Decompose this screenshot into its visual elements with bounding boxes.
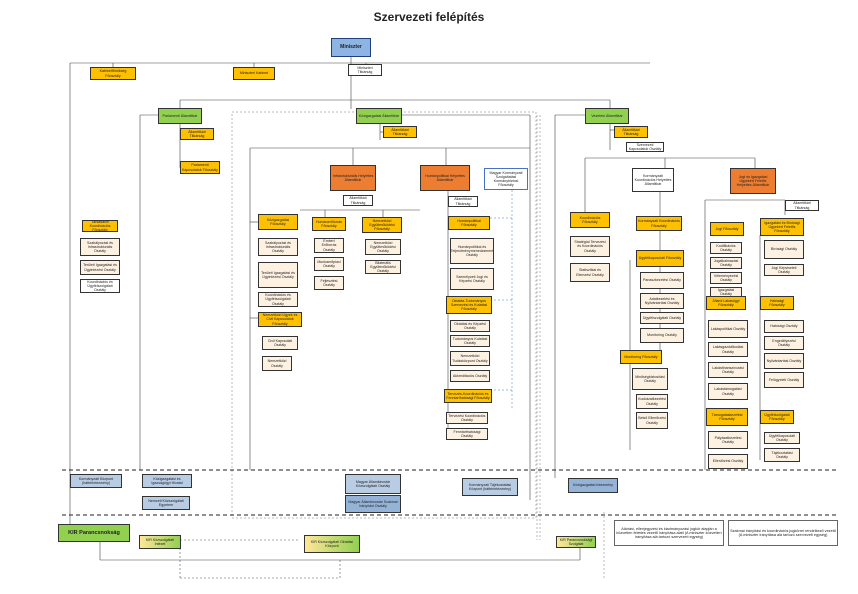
igazgatasi-foosztaly-box: Igazgatási és Bírósági Ügyekért Felelős … <box>760 218 804 236</box>
magyar-kormanyzati-box: Magyar Kormányzati Szolgáltatási Kormány… <box>484 168 528 190</box>
jogi-o2-box: Jogalkalmazási Osztály <box>710 257 742 269</box>
hum1-o2-box: Munkaerőpiaci Osztály <box>314 257 344 271</box>
vezetesi-koordinacios-box: Koordinációs Főosztály <box>570 212 610 228</box>
hatosagi-o4-box: Felügyeleti Osztály <box>764 372 804 388</box>
vez-mon-o1-box: Minőségbiztosítási Osztály <box>632 368 668 390</box>
hatosagi-o2-box: Engedélyezési Osztály <box>764 336 804 350</box>
hp-o7-box: Tervezési Koordinációs Osztály <box>446 412 488 424</box>
jogi-o3-box: Véleményezési Osztály <box>710 272 742 284</box>
kozig-titkarsag-box: Államtitkári Titkárság <box>383 126 417 138</box>
nemzetkozi-egyuttmukodesi-box: Nemzetközi Együttműködési Főosztály <box>362 217 402 233</box>
kir-szolgalat-box: KIR Parancsnoksági Szolgálat <box>556 536 596 548</box>
tars-o1-box: Szabályozási és Infrastrukturális Osztál… <box>80 238 120 256</box>
hp-o5-box: Nemzetközi Tudásközpont Osztály <box>450 351 490 366</box>
helyettes1-titkarsag-box: Államtitkári Titkárság <box>343 195 373 206</box>
kir-parancsnoksag-box: KIR Parancsnokság <box>58 524 130 542</box>
hum2-o2-box: Bilaterális Együttműködési Osztály <box>365 260 401 274</box>
ugyfelszolgalati-foosztaly-box: Ügyfélszolgálati Főosztály <box>760 410 794 424</box>
jogi-foosztaly-box: Jogi Főosztály <box>710 222 744 236</box>
monitoring-foosztaly-box: Monitoring Főosztály <box>620 350 662 364</box>
oktatas-foosztaly-box: Oktatás-Tudományos Szervezési és Kutatás… <box>446 296 492 314</box>
minister-box: Miniszter <box>331 38 371 57</box>
vezetesi-szervezeti-box: Szervezeti Kapcsolatok Osztály <box>626 142 664 152</box>
miniszteri-titkarsag-box: Miniszteri Titkárság <box>348 64 382 76</box>
hp-o3-box: Oktatási és Képzési Osztály <box>450 320 490 332</box>
miniszteri-kabinet-box: Miniszteri Kabinet <box>233 67 275 80</box>
legend-note-2: Szakmai irányítási és koordinációs jogkö… <box>728 520 838 546</box>
igazg-o2-box: Jogi Képviseleti Osztály <box>764 264 804 276</box>
parlamenti-kapcsolatok-box: Parlamenti Kapcsolatok Főosztály <box>180 161 220 174</box>
hatosagi-foosztaly-box: Hatósági Főosztály <box>760 296 794 310</box>
hp-o2-box: Személyzeti Jogi és Képzési Osztály <box>450 268 494 290</box>
humanpolitikai-foosztaly-box: Humánpolitikai Főosztály <box>448 216 490 230</box>
ugyf-o2-box: Tájékoztatási Osztály <box>764 448 800 462</box>
hatter-intezmeny-1-box: Közigazgatási és Igazságügyi Hivatal <box>142 474 192 488</box>
ugyf-o1-box: Ügyfélkapcsolati Osztály <box>764 432 800 444</box>
hp-titkarsag-box: Államtitkári Titkárság <box>448 196 478 207</box>
allam-o4-box: Lakástámogatási Osztály <box>708 383 748 400</box>
tam-o2-box: Ellenőrzési Osztály <box>708 454 748 469</box>
kormanyzati-koordinacios-helyettes-box: Kormányzati Koordinációs Helyettes Állam… <box>632 168 674 192</box>
kozig-foo-o2-box: Területi Igazgatási és Ügyintézési Osztá… <box>258 262 298 288</box>
tarsadalmi-koordinacios-box: Társadalmi Koordinációs Főosztály <box>82 220 118 232</box>
humaneroforras-foosztaly-box: Humánerőforrás Főosztály <box>312 217 346 231</box>
magyar-allamkincstar-1-box: Magyar Államkincstár Közszolgálati Osztá… <box>345 474 401 494</box>
kormanyzati-koordinacios-foosztaly-box: Kormányzati Koordinációs Főosztály <box>636 216 682 231</box>
civil-o2-box: Nemzetközi Osztály <box>262 356 292 371</box>
kormanyzati-kozpont-box: Kormányzati Központ (háttérintézmény) <box>70 474 122 488</box>
kozigazgatasi-intezmeny-box: Közigazgatási Intézmény <box>568 478 618 493</box>
humanpolitikai-helyettes-box: Humánpolitikai Helyettes Államtitkár <box>420 165 470 191</box>
hp-o1-box: Humánpolitikai és Teljesítménymenedzsmen… <box>450 238 494 264</box>
page-title: Szervezeti felépítés <box>373 10 485 24</box>
infrastrukturalis-helyettes-box: Infrastrukturális Helyettes Államtitkár <box>330 165 376 191</box>
allam-o1-box: Lakáspolitikai Osztály <box>708 320 748 338</box>
allami-lakasugyi-box: Állami Lakásügyi Főosztály <box>706 296 746 310</box>
civil-o1-box: Civil Kapcsolati Osztály <box>262 336 298 350</box>
vez-mon-o2-box: Kockázatkezelési Osztály <box>636 394 668 409</box>
vez-mon-o3-box: Belső Ellenőrzési Osztály <box>636 412 668 429</box>
vez-fo3-o3-box: Ügyfélszolgálati Osztály <box>640 312 684 324</box>
tam-o1-box: Pályázatkezelési Osztály <box>708 431 748 449</box>
hatosagi-o3-box: Nyilvántartási Osztály <box>764 353 804 369</box>
hp-o4-box: Tudományos Kutatási Osztály <box>450 335 490 347</box>
jogi-helyettes-box: Jogi és Igazgatási Ügyekért Felelős Hely… <box>730 168 776 194</box>
hp-o8-box: Fenntarthatósági Osztály <box>446 428 488 440</box>
kir-kozszolgalati-intezet-box: KIR Közszolgálati Intézet <box>139 535 181 549</box>
hum1-o1-box: Emberi Erőforrás Osztály <box>314 238 344 253</box>
hum1-o3-box: Fejlesztési Osztály <box>314 276 344 290</box>
hatter-intezmeny-2-box: Nemzeti Közszolgálati Egyetem <box>142 496 190 510</box>
tamogataskezelesi-box: Támogatáskezelési Főosztály <box>706 408 748 426</box>
vez-fo3-o2-box: Adatkezelési és Nyilvántartási Osztály <box>640 293 684 309</box>
legend-note-1: Aláírási, ellenjegyzési és kiadmányozási… <box>614 520 724 546</box>
tars-o2-box: Területi Igazgatási és Ügyintézési Osztá… <box>80 260 120 275</box>
hatosagi-o1-box: Hatósági Osztály <box>764 320 804 333</box>
kozig-foo-o3-box: Koordinációs és Ügyfélszolgálati Osztály <box>258 292 298 307</box>
allam-o2-box: Lakásgazdálkodási Osztály <box>708 342 748 357</box>
tars-o3-box: Koordinációs és Ügyfélszolgálati Osztály <box>80 279 120 293</box>
ugyfelkapcsolati-foosztaly-box: Ügyfélkapcsolati Főosztály <box>636 250 684 267</box>
vezetesi-titkarsag-box: Államtitkári Titkárság <box>614 126 648 138</box>
vezetesi-allamtitkar-box: Vezetési Államtitkár <box>585 108 629 124</box>
magyar-allamkincstar-2-box: Magyar Államkincstár Szakmai Irányítási … <box>345 495 401 513</box>
vez-koord-o2-box: Statisztikai és Elemzési Osztály <box>570 263 610 282</box>
tervezes-foosztaly-box: Tervezés-Koordinációs és Fenntarthatóság… <box>444 389 492 403</box>
jogi-o1-box: Kodifikációs Osztály <box>710 242 742 254</box>
kozigazgatasi-allamtitkar-box: Közigazgatási Államtitkár <box>356 108 402 124</box>
kozig-foo-o1-box: Szabályozási és Infrastrukturális Osztál… <box>258 238 298 256</box>
kir-oktatasi-kozpont-box: KIR Közszolgálati Oktatási Központ <box>304 535 360 553</box>
kormanyzati-tajekoztatasi-box: Kormányzati Tájékoztatási Központ (hátté… <box>462 478 518 496</box>
parlamenti-titkarsag-box: Államtitkári Titkárság <box>180 128 214 140</box>
kabinetfonokseg-box: Kabinetfőnökség Főosztály <box>90 67 136 80</box>
kozigazgatasi-foosztaly-box: Közigazgatási Főosztály <box>258 214 298 230</box>
vez-fo3-o1-box: Panaszkezelési Osztály <box>640 272 684 289</box>
jogi-titkarsag-box: Államtitkári Titkárság <box>785 200 819 211</box>
hp-o6-box: Akkreditációs Osztály <box>450 370 490 382</box>
igazg-o1-box: Bírósági Osztály <box>764 240 804 259</box>
hum2-o1-box: Nemzetközi Együttműködési Osztály <box>365 239 401 255</box>
parlamenti-allamtitkar-box: Parlamenti Államtitkár <box>158 108 202 124</box>
allam-o3-box: Lakásfinanszírozási Osztály <box>708 362 748 378</box>
civil-foosztaly-box: Nemzetközi Ügyek és Civil Kapcsolatok Fő… <box>258 312 302 327</box>
vez-koord-o1-box: Stratégiai Tervezési és Koordinációs Osz… <box>570 236 610 257</box>
vez-fo3-o4-box: Monitoring Osztály <box>640 328 684 343</box>
